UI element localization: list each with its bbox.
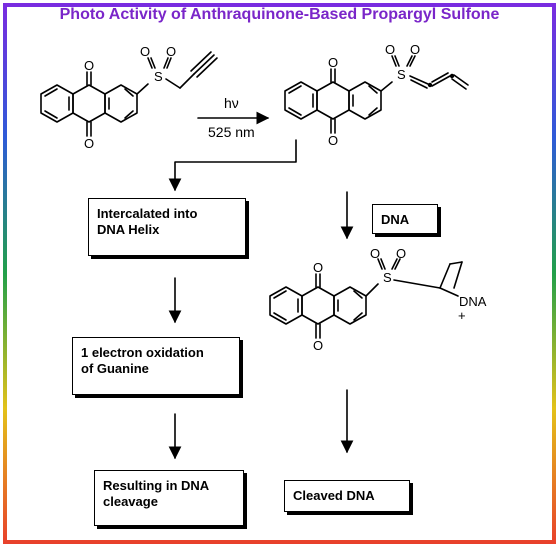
mol2-sulfonyl-o-right: O <box>410 42 420 57</box>
light-label: hν <box>224 95 239 111</box>
branch-connector <box>168 139 297 192</box>
cleavage-result-box: Resulting in DNA cleavage <box>94 470 244 526</box>
mol1-carbonyl-o-bottom: O <box>84 136 94 151</box>
wavelength-label: 525 nm <box>208 124 255 140</box>
propargyl-sulfone-structure <box>40 51 218 137</box>
mol1-carbonyl-o-top: O <box>84 58 94 73</box>
mol3-carbonyl-o-top: O <box>313 260 323 275</box>
diagram-title: Photo Activity of Anthraquinone-Based Pr… <box>59 6 500 23</box>
dna-box: DNA <box>372 204 438 234</box>
diagram-canvas <box>7 7 552 540</box>
mol1-sulfonyl-o-left: O <box>140 44 150 59</box>
allene-terminal-dot <box>449 73 455 79</box>
mol2-sulfur: S <box>397 67 406 82</box>
mol3-carbonyl-o-bottom: O <box>313 338 323 353</box>
allene-central-carbon-dot <box>427 82 433 88</box>
mol3-sulfonyl-o-left: O <box>370 246 380 261</box>
mol2-carbonyl-o-bottom: O <box>328 133 338 148</box>
intercalated-text: Intercalated into DNA Helix <box>97 206 198 237</box>
mol1-sulfonyl-o-right: O <box>166 44 176 59</box>
rainbow-frame <box>3 3 556 544</box>
mol3-sulfonyl-o-right: O <box>396 246 406 261</box>
oxidation-text: 1 electron oxidation of Guanine <box>81 345 204 376</box>
cleaved-dna-box: Cleaved DNA <box>284 480 410 512</box>
allenyl-sulfone-structure <box>284 55 469 134</box>
dna-adduct-label: DNA <box>459 294 487 309</box>
mol2-sulfonyl-o-left: O <box>385 42 395 57</box>
cleaved-dna-text: Cleaved DNA <box>293 488 375 503</box>
mol1-sulfur: S <box>154 69 163 84</box>
mol2-carbonyl-o-top: O <box>328 55 338 70</box>
dna-adduct-structure <box>269 258 463 339</box>
cleavage-result-text: Resulting in DNA cleavage <box>103 478 210 509</box>
dna-box-text: DNA <box>381 212 410 227</box>
mol3-sulfur: S <box>383 270 392 285</box>
positive-charge: + <box>458 308 466 323</box>
oxidation-box: 1 electron oxidation of Guanine <box>72 337 240 395</box>
intercalated-box: Intercalated into DNA Helix <box>88 198 246 256</box>
